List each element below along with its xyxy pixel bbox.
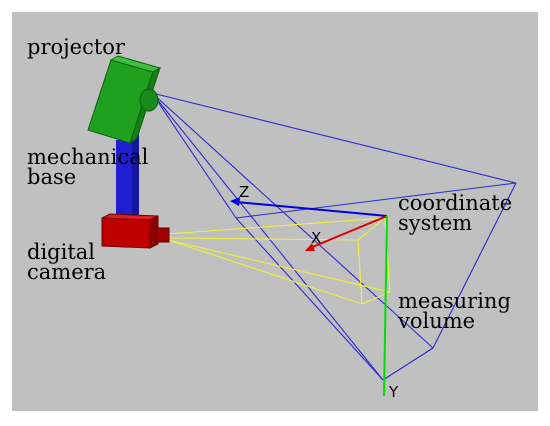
- camera-lens: [155, 227, 170, 243]
- label-measuring-volume: measuring volume: [397, 289, 518, 333]
- axis-z-arrowhead: [230, 197, 240, 206]
- label-coordinate-system-line2: system: [398, 211, 472, 235]
- label-mechanical-base-line1: mechanical: [27, 145, 149, 169]
- axis-y-label: Y: [388, 383, 399, 401]
- axis-x: [309, 215, 388, 249]
- mechanical-base: [116, 134, 139, 222]
- axis-z: [235, 201, 388, 217]
- label-coordinate-system-line1: coordinate: [398, 191, 512, 215]
- projector-lens: [139, 88, 159, 112]
- label-digital-camera-line2: camera: [27, 260, 106, 284]
- label-coordinate-system: coordinate system: [398, 191, 519, 235]
- label-digital-camera: digital camera: [27, 240, 106, 284]
- label-projector: projector: [27, 35, 126, 59]
- label-measuring-volume-line1: measuring: [398, 289, 511, 313]
- label-measuring-volume-line2: volume: [397, 309, 475, 333]
- label-digital-camera-line1: digital: [27, 240, 95, 264]
- label-mechanical-base: mechanical base: [27, 145, 155, 189]
- camera-frustum: [167, 217, 391, 305]
- coordinate-axes: Z X Y: [230, 183, 399, 401]
- axis-y: [383, 215, 388, 397]
- camera-body: [101, 213, 170, 249]
- projection-frustum: [151, 92, 517, 381]
- diagram-area: [12, 12, 538, 411]
- projector-body: [87, 55, 162, 145]
- axis-x-label: X: [311, 229, 321, 247]
- label-mechanical-base-line2: base: [27, 165, 76, 189]
- axis-x-arrowhead: [305, 243, 315, 251]
- axis-z-label: Z: [239, 183, 249, 201]
